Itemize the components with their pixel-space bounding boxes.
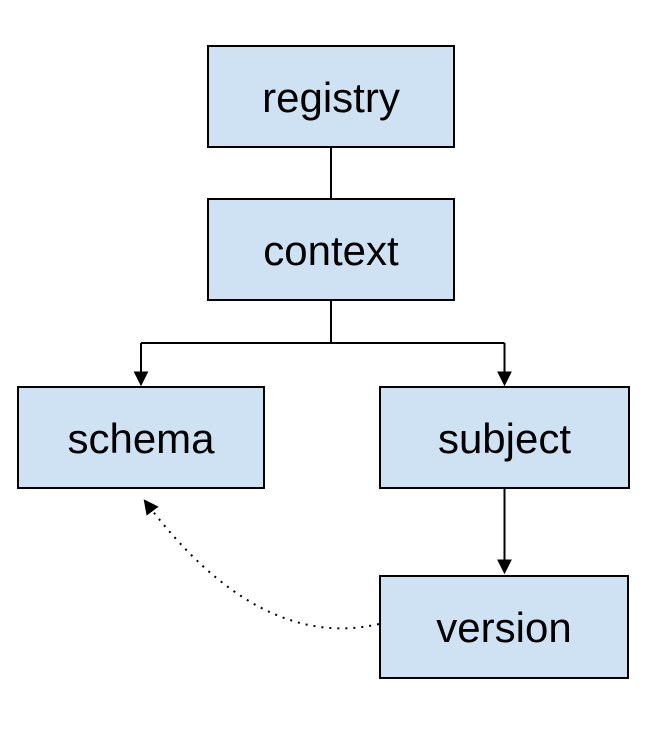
node-schema: schema bbox=[17, 386, 265, 489]
node-registry: registry bbox=[207, 45, 455, 148]
node-version-label: version bbox=[436, 604, 572, 651]
node-schema-label: schema bbox=[67, 414, 215, 462]
node-registry-label: registry bbox=[262, 73, 400, 121]
node-version: version bbox=[379, 575, 629, 679]
node-context: context bbox=[207, 198, 455, 301]
node-subject: subject bbox=[379, 386, 630, 489]
node-context-label: context bbox=[263, 226, 399, 274]
edge-version-schema-dotted-arrow bbox=[143, 499, 380, 630]
node-subject-label: subject bbox=[437, 414, 572, 462]
